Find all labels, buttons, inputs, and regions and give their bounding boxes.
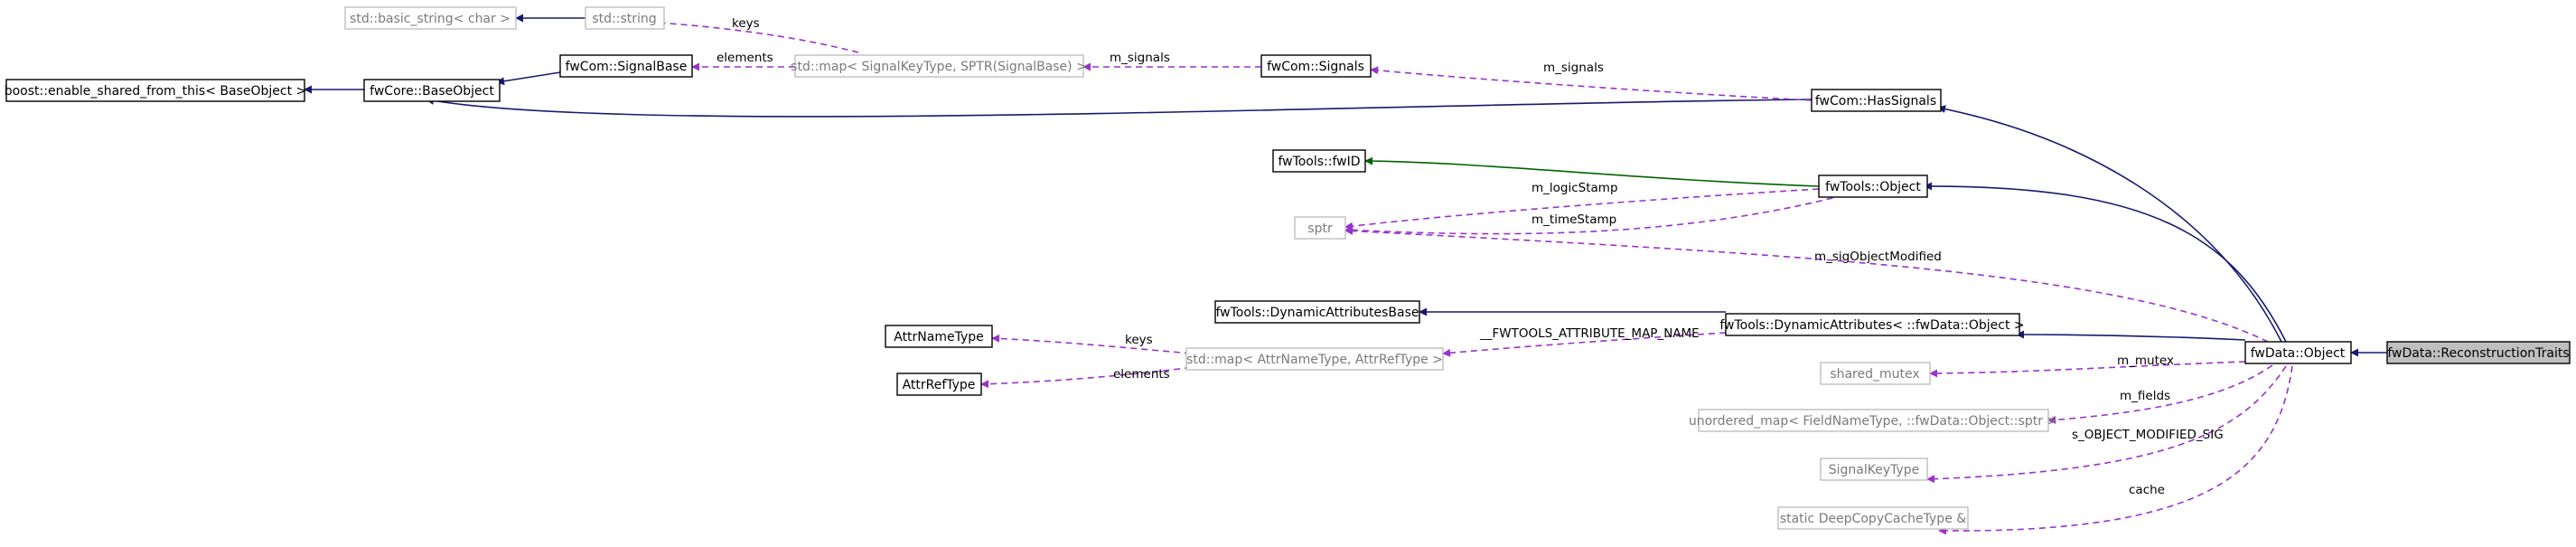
label-keys-top: keys xyxy=(732,16,760,31)
edge-tools-object-to-data-object xyxy=(1924,182,2287,343)
node-dyn-attr-label: fwTools::DynamicAttributes< ::fwData::Ob… xyxy=(1719,318,2024,333)
label-s-object-modified-sig: s_OBJECT_MODIFIED_SIG xyxy=(2072,428,2224,442)
node-data-object[interactable]: fwData::Object xyxy=(2244,341,2352,364)
node-recon-traits-label: fwData::ReconstructionTraits xyxy=(2387,346,2569,361)
node-attr-name-type-label: AttrNameType xyxy=(894,330,984,344)
label-m-logicStamp: m_logicStamp xyxy=(1532,181,1618,195)
node-std-string-label: std::string xyxy=(592,12,656,26)
node-data-object-label: fwData::Object xyxy=(2251,346,2346,361)
node-enable-shared-label: boost::enable_shared_from_this< BaseObje… xyxy=(5,84,307,99)
node-attr-name-type[interactable]: AttrNameType xyxy=(885,325,993,348)
node-signals-label: fwCom::Signals xyxy=(1267,60,1364,74)
label-m-fields: m_fields xyxy=(2120,389,2170,403)
edge-m-fields xyxy=(2047,364,2273,424)
node-unordered-map[interactable]: unordered_map< FieldNameType, ::fwData::… xyxy=(1689,409,2057,432)
node-enable-shared[interactable]: boost::enable_shared_from_this< BaseObje… xyxy=(5,79,307,102)
edge-dyn-attr-to-data-object xyxy=(2016,330,2246,341)
node-tools-object-label: fwTools::Object xyxy=(1825,180,1921,194)
node-signals[interactable]: fwCom::Signals xyxy=(1260,54,1372,78)
node-shared-mutex-label: shared_mutex xyxy=(1830,367,1919,382)
node-basic-string-label: std::basic_string< char > xyxy=(350,12,511,26)
edge-has-signals-to-signals-base-object xyxy=(426,96,1813,118)
node-dyn-attr-base[interactable]: fwTools::DynamicAttributesBase xyxy=(1214,300,1420,324)
node-dyn-attr-base-label: fwTools::DynamicAttributesBase xyxy=(1216,306,1419,320)
node-attr-ref-type[interactable]: AttrRefType xyxy=(896,373,982,396)
node-tools-object[interactable]: fwTools::Object xyxy=(1818,174,1928,198)
edge-keys-bottom xyxy=(991,334,1203,355)
node-deep-copy-cache[interactable]: static DeepCopyCacheType & xyxy=(1777,506,1969,530)
node-signal-base-label: fwCom::SignalBase xyxy=(566,60,688,74)
label-attribute-map-name: __FWTOOLS_ATTRIBUTE_MAP_NAME xyxy=(1479,326,1700,341)
node-recon-traits[interactable]: fwData::ReconstructionTraits xyxy=(2386,341,2571,364)
node-fwid[interactable]: fwTools::fwID xyxy=(1272,149,1366,173)
edge-m-mutex xyxy=(1929,361,2246,378)
label-m-timeStamp: m_timeStamp xyxy=(1532,212,1616,227)
nodes: boost::enable_shared_from_this< BaseObje… xyxy=(5,6,2571,530)
label-m-mutex: m_mutex xyxy=(2117,354,2174,368)
node-sptr-label: sptr xyxy=(1307,222,1333,236)
label-m-signals-1: m_signals xyxy=(1110,51,1170,65)
node-basic-string[interactable]: std::basic_string< char > xyxy=(344,6,517,30)
node-signal-map-label: std::map< SignalKeyType, SPTR(SignalBase… xyxy=(791,60,1087,74)
node-shared-mutex[interactable]: shared_mutex xyxy=(1820,362,1931,385)
edge-m-timeStamp xyxy=(1344,194,1844,235)
edge-fwid-to-tools-object xyxy=(1364,156,1820,187)
label-keys-bottom: keys xyxy=(1125,333,1153,347)
edge-m-signals-2 xyxy=(1370,66,1813,101)
node-signal-key-type[interactable]: SignalKeyType xyxy=(1820,457,1928,481)
node-sptr[interactable]: sptr xyxy=(1294,216,1346,240)
label-m-sigObjectModified: m_sigObjectModified xyxy=(1814,250,1942,264)
edge-keys-top xyxy=(656,19,859,53)
node-attr-map[interactable]: std::map< AttrNameType, AttrRefType > xyxy=(1185,347,1444,371)
label-elements-top: elements xyxy=(717,51,773,65)
edge-labels: keys elements m_signals m_signals m_logi… xyxy=(717,16,2224,497)
node-fwid-label: fwTools::fwID xyxy=(1278,155,1360,169)
label-elements-bottom: elements xyxy=(1113,367,1170,382)
edge-cache xyxy=(1938,365,2293,535)
edges xyxy=(304,14,2387,535)
edge-attribute-map-name xyxy=(1442,332,1727,357)
edge-m-logicStamp xyxy=(1344,188,1820,231)
node-base-object[interactable]: fwCore::BaseObject xyxy=(363,79,501,102)
node-base-object-label: fwCore::BaseObject xyxy=(370,84,494,99)
edge-m-sigObjectModified xyxy=(1344,226,2269,343)
node-deep-copy-cache-label: static DeepCopyCacheType & xyxy=(1780,512,1966,526)
node-has-signals-label: fwCom::HasSignals xyxy=(1815,94,1936,108)
node-has-signals[interactable]: fwCom::HasSignals xyxy=(1811,89,1942,112)
node-attr-ref-type-label: AttrRefType xyxy=(903,378,976,392)
label-m-signals-2: m_signals xyxy=(1543,61,1604,75)
node-attr-map-label: std::map< AttrNameType, AttrRefType > xyxy=(1186,353,1443,367)
node-signal-key-type-label: SignalKeyType xyxy=(1829,463,1920,477)
node-signal-map[interactable]: std::map< SignalKeyType, SPTR(SignalBase… xyxy=(791,54,1087,78)
node-signal-base[interactable]: fwCom::SignalBase xyxy=(559,54,693,78)
edge-signal-base-to-base-object xyxy=(496,71,561,86)
node-dyn-attr[interactable]: fwTools::DynamicAttributes< ::fwData::Ob… xyxy=(1719,313,2025,336)
node-std-string[interactable]: std::string xyxy=(585,6,665,30)
edge-has-signals-to-data-object xyxy=(1937,105,2282,343)
node-unordered-map-label: unordered_map< FieldNameType, ::fwData::… xyxy=(1689,414,2057,429)
label-cache: cache xyxy=(2129,483,2165,497)
edge-s-object-modified-sig xyxy=(1926,365,2287,484)
edge-elements-bottom xyxy=(980,365,1203,389)
